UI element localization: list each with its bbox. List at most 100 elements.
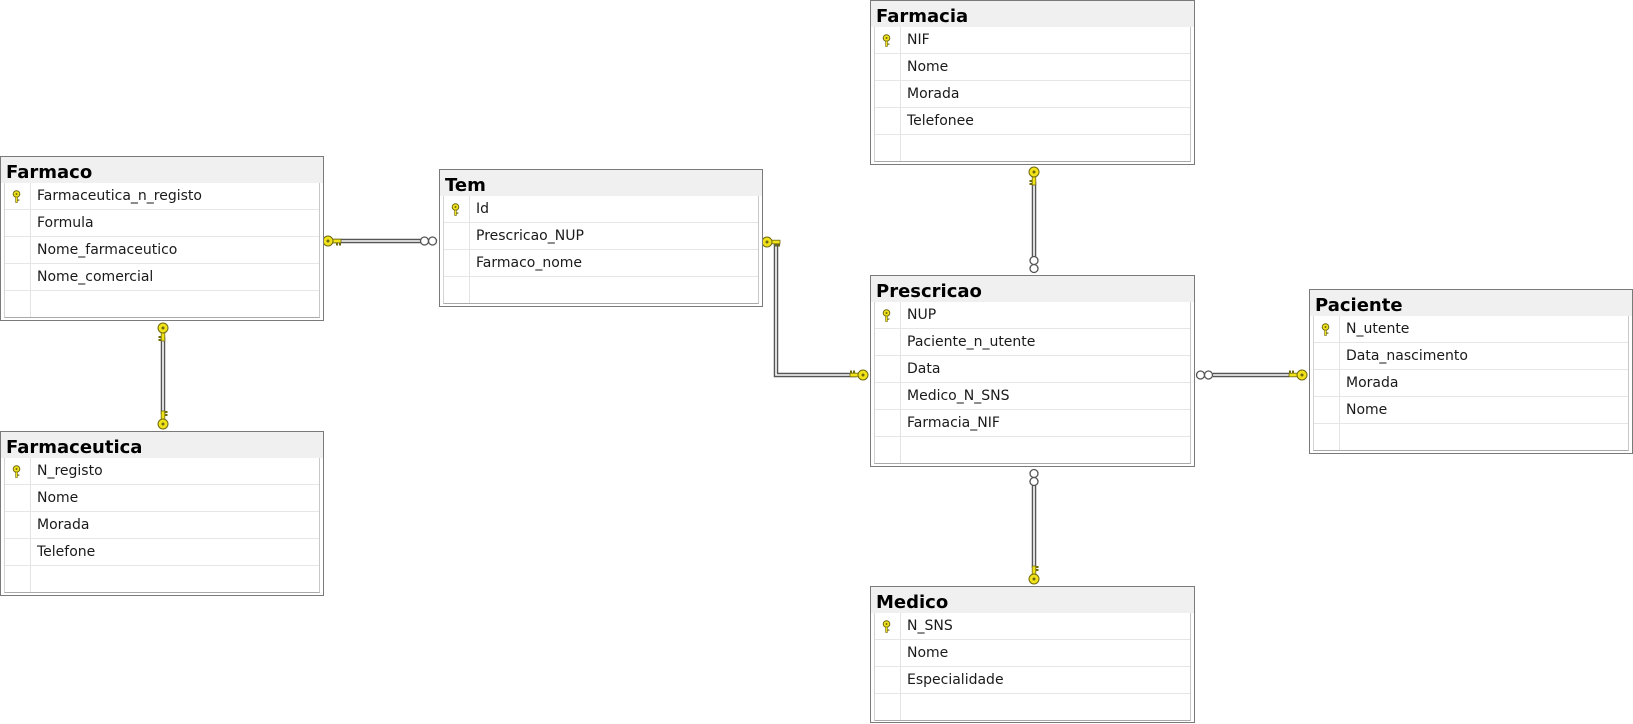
column-row[interactable]: Morada: [875, 81, 1190, 108]
row-selector[interactable]: [875, 329, 901, 355]
row-selector[interactable]: [875, 81, 901, 107]
row-selector[interactable]: [875, 54, 901, 80]
column-row[interactable]: Telefone: [5, 539, 319, 566]
column-name: Formula: [37, 215, 94, 231]
column-row[interactable]: NUP: [875, 302, 1190, 329]
new-column-row[interactable]: [444, 277, 758, 303]
row-selector[interactable]: [875, 135, 901, 161]
column-name: Id: [476, 201, 490, 217]
relationship-key-icon: [1028, 565, 1040, 585]
row-selector[interactable]: [1314, 370, 1340, 396]
row-selector[interactable]: [5, 485, 31, 511]
column-row[interactable]: N_registo: [5, 458, 319, 485]
column-row[interactable]: NIF: [875, 27, 1190, 54]
row-selector[interactable]: [5, 539, 31, 565]
connector-tem-prescricao-inner: [775, 242, 856, 376]
row-selector[interactable]: [875, 108, 901, 134]
column-row[interactable]: Morada: [5, 512, 319, 539]
row-selector[interactable]: [5, 210, 31, 236]
row-selector[interactable]: [5, 264, 31, 290]
column-row[interactable]: Farmaceutica_n_registo: [5, 183, 319, 210]
row-selector[interactable]: [875, 356, 901, 382]
column-row[interactable]: Morada: [1314, 370, 1628, 397]
column-name: Telefonee: [907, 113, 974, 129]
new-column-row[interactable]: [875, 694, 1190, 720]
table-title-farmaceutica: Farmaceutica: [1, 432, 323, 458]
new-column-row[interactable]: [875, 437, 1190, 463]
column-row[interactable]: N_SNS: [875, 613, 1190, 640]
row-selector[interactable]: [875, 410, 901, 436]
row-selector[interactable]: [444, 223, 470, 249]
primary-key-icon: [882, 309, 891, 322]
column-row[interactable]: Formula: [5, 210, 319, 237]
column-row[interactable]: Id: [444, 196, 758, 223]
row-selector[interactable]: [1314, 424, 1340, 450]
column-row[interactable]: Nome: [1314, 397, 1628, 424]
row-selector[interactable]: [875, 667, 901, 693]
primary-key-icon: [451, 203, 460, 216]
row-selector[interactable]: [5, 183, 31, 209]
column-name: Morada: [907, 86, 960, 102]
table-title-tem: Tem: [440, 170, 762, 196]
row-selector[interactable]: [5, 566, 31, 592]
new-column-row[interactable]: [5, 291, 319, 317]
relationship-key-icon: [157, 410, 169, 430]
row-selector[interactable]: [875, 302, 901, 328]
row-selector[interactable]: [875, 640, 901, 666]
column-row[interactable]: Farmacia_NIF: [875, 410, 1190, 437]
column-row[interactable]: Nome: [5, 485, 319, 512]
row-selector[interactable]: [444, 250, 470, 276]
row-selector[interactable]: [5, 237, 31, 263]
row-selector[interactable]: [875, 613, 901, 639]
column-name: Nome_comercial: [37, 269, 154, 285]
column-name: Morada: [37, 517, 90, 533]
row-selector[interactable]: [1314, 397, 1340, 423]
column-name: Farmaceutica_n_registo: [37, 188, 202, 204]
row-selector[interactable]: [1314, 343, 1340, 369]
table-footer: [871, 464, 1194, 467]
column-row[interactable]: Especialidade: [875, 667, 1190, 694]
column-row[interactable]: Nome_farmaceutico: [5, 237, 319, 264]
column-row[interactable]: Prescricao_NUP: [444, 223, 758, 250]
column-row[interactable]: Paciente_n_utente: [875, 329, 1190, 356]
column-name: Farmacia_NIF: [907, 415, 1000, 431]
row-selector[interactable]: [875, 27, 901, 53]
column-name: Medico_N_SNS: [907, 388, 1010, 404]
new-column-row[interactable]: [1314, 424, 1628, 450]
row-selector[interactable]: [5, 291, 31, 317]
column-name: Nome: [1346, 402, 1388, 418]
new-column-row[interactable]: [5, 566, 319, 592]
row-selector[interactable]: [1314, 316, 1340, 342]
column-row[interactable]: Nome: [875, 54, 1190, 81]
row-selector[interactable]: [444, 196, 470, 222]
column-row[interactable]: Data: [875, 356, 1190, 383]
row-selector[interactable]: [444, 277, 470, 303]
column-name: NIF: [907, 32, 930, 48]
primary-key-icon: [1321, 323, 1330, 336]
row-selector[interactable]: [875, 437, 901, 463]
new-column-row[interactable]: [875, 135, 1190, 161]
primary-key-icon: [12, 190, 21, 203]
column-row[interactable]: Farmaco_nome: [444, 250, 758, 277]
column-row[interactable]: Telefonee: [875, 108, 1190, 135]
relationship-many-icon: [1195, 370, 1214, 380]
row-selector[interactable]: [5, 458, 31, 484]
row-selector[interactable]: [875, 383, 901, 409]
column-row[interactable]: Data_nascimento: [1314, 343, 1628, 370]
column-row[interactable]: Nome_comercial: [5, 264, 319, 291]
column-row[interactable]: Medico_N_SNS: [875, 383, 1190, 410]
row-selector[interactable]: [875, 694, 901, 720]
column-row[interactable]: N_utente: [1314, 316, 1628, 343]
row-selector[interactable]: [5, 512, 31, 538]
column-row[interactable]: Nome: [875, 640, 1190, 667]
